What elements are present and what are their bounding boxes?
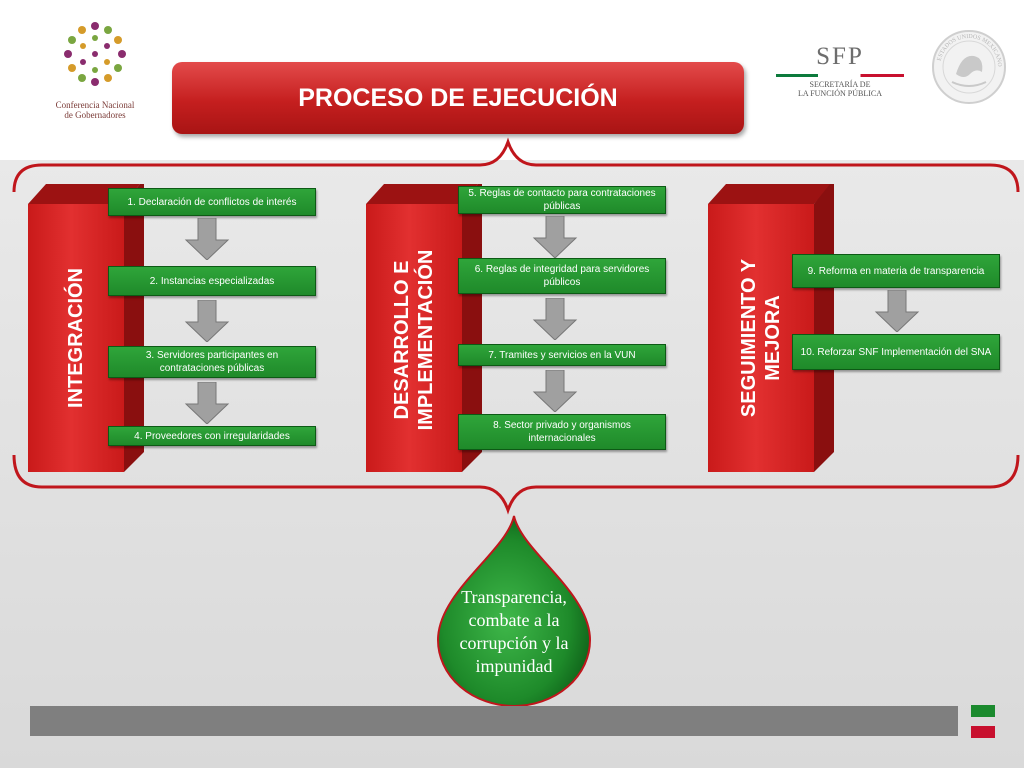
bottom-brace	[12, 454, 1020, 515]
down-arrow-icon	[874, 290, 920, 332]
item-5: 5. Reglas de contacto para contratacione…	[458, 186, 666, 214]
page-title: PROCESO DE EJECUCIÓN	[298, 83, 618, 112]
column-label: INTEGRACIÓN	[65, 268, 87, 408]
item-8: 8. Sector privado y organismos internaci…	[458, 414, 666, 450]
item-4: 4. Proveedores con irregularidades	[108, 426, 316, 446]
col2-side-face	[462, 184, 482, 472]
column-label: DESARROLLO E IMPLEMENTACIÓN	[388, 206, 440, 474]
item-1: 1. Declaración de conflictos de interés	[108, 188, 316, 216]
down-arrow-icon	[532, 370, 578, 412]
col3-top-face	[708, 184, 832, 204]
col2-top-face	[366, 184, 478, 204]
column-label-line2: IMPLEMENTACIÓN	[415, 249, 437, 431]
column-label-line1: DESARROLLO E	[391, 260, 413, 420]
sfp-sub-line1: SECRETARÍA DE	[809, 80, 871, 89]
sfp-flag-line	[776, 74, 904, 77]
cng-line1: Conferencia Nacional	[55, 100, 135, 110]
item-9: 9. Reforma en materia de transparencia	[792, 254, 1000, 288]
col3-side-face	[814, 184, 834, 472]
down-arrow-icon	[532, 216, 578, 258]
item-2: 2. Instancias especializadas	[108, 266, 316, 296]
down-arrow-icon	[532, 298, 578, 340]
item-6: 6. Reglas de integridad para servidores …	[458, 258, 666, 294]
title-banner: PROCESO DE EJECUCIÓN	[172, 62, 744, 134]
down-arrow-icon	[184, 218, 230, 260]
outcome-text: Transparencia, combate a la corrupción y…	[459, 587, 569, 676]
sfp-name: SFP	[816, 43, 864, 70]
sfp-sub-line2: LA FUNCIÓN PÚBLICA	[797, 89, 882, 98]
column-label-line2: MEJORA	[762, 295, 784, 381]
sfp-logo: SFP SECRETARÍA DE LA FUNCIÓN PÚBLICA	[770, 44, 910, 104]
cng-logo: Conferencia Nacional de Gobernadores	[40, 18, 150, 138]
column-desarrollo: DESARROLLO E IMPLEMENTACIÓN	[366, 204, 462, 472]
flag-green-stripe	[971, 705, 995, 717]
column-label-line1: SEGUIMIENTO Y	[738, 258, 760, 418]
col1-side-face	[124, 184, 144, 472]
top-brace	[12, 137, 1020, 193]
footer-bar	[30, 706, 958, 736]
cng-emblem-icon	[64, 22, 126, 86]
down-arrow-icon	[184, 382, 230, 424]
column-label: SEGUIMIENTO Y MEJORA	[733, 204, 789, 472]
outcome-drop	[436, 515, 592, 707]
cng-line2: de Gobernadores	[64, 110, 126, 120]
item-3: 3. Servidores participantes en contratac…	[108, 346, 316, 378]
item-7: 7. Tramites y servicios en la VUN	[458, 344, 666, 366]
escudo-nacional-icon: ESTADOS UNIDOS MEXICANOS	[930, 28, 1006, 104]
cng-name: Conferencia Nacional de Gobernadores	[40, 100, 150, 120]
down-arrow-icon	[184, 300, 230, 342]
flag-red-stripe	[971, 726, 995, 738]
item-10: 10. Reforzar SNF Implementación del SNA	[792, 334, 1000, 370]
